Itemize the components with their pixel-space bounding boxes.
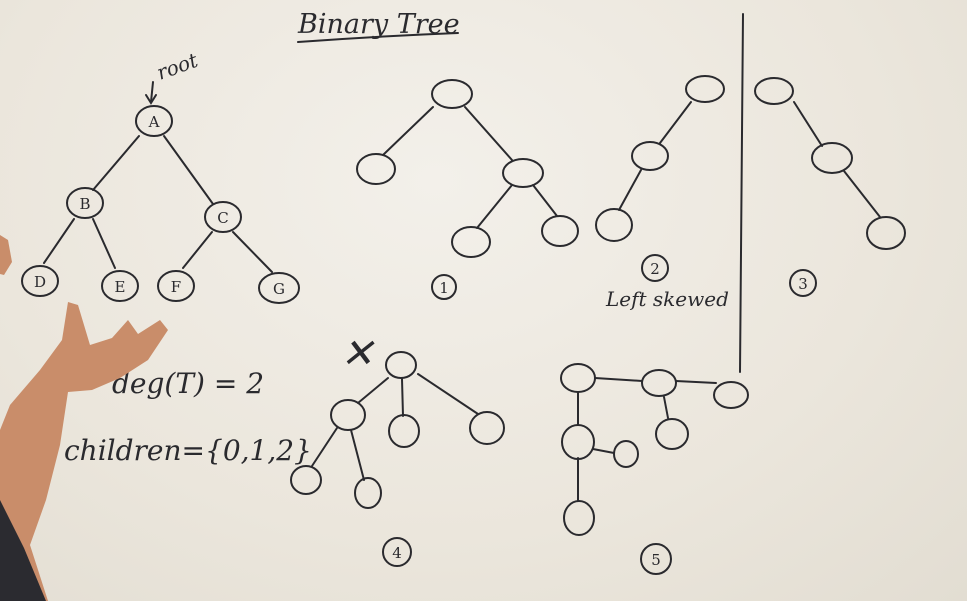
tree-node-d: D	[21, 265, 59, 297]
svg-text:B: B	[79, 195, 90, 213]
tree-3	[754, 77, 906, 250]
children-formula: children={0,1,2}	[64, 434, 312, 467]
tree-5-label: 5	[640, 543, 672, 575]
tree-node-c: C	[204, 201, 242, 233]
tree-5	[560, 363, 749, 536]
tree-4-cross-mark: ✕	[340, 331, 375, 377]
presenter-hand	[0, 235, 168, 601]
tree-node-b: B	[66, 187, 104, 219]
root-arrow	[150, 81, 154, 103]
example-tree: A B C D E F G	[21, 105, 300, 304]
example-tree-edges	[43, 135, 273, 273]
svg-text:1: 1	[439, 279, 449, 297]
svg-text:2: 2	[650, 260, 660, 278]
svg-text:F: F	[171, 278, 181, 296]
svg-text:4: 4	[392, 544, 402, 562]
tree-3-label: 3	[789, 269, 817, 297]
tree-1-label: 1	[431, 274, 457, 300]
tree-4-label: 4	[382, 537, 412, 567]
tree-2-caption: Left skewed	[605, 287, 729, 311]
tree-node-a: A	[135, 105, 173, 137]
root-arrowhead	[145, 94, 157, 105]
svg-text:3: 3	[798, 275, 808, 293]
svg-text:A: A	[148, 113, 160, 131]
svg-text:D: D	[34, 273, 46, 291]
svg-text:E: E	[115, 278, 126, 296]
root-note: root	[154, 48, 202, 85]
title-underline	[297, 32, 459, 43]
tree-1	[356, 79, 579, 258]
divider-line	[739, 13, 744, 373]
svg-text:G: G	[273, 280, 285, 298]
degree-formula: deg(T) = 2	[112, 367, 264, 400]
tree-node-e: E	[101, 270, 139, 302]
tree-node-g: G	[258, 272, 300, 304]
svg-text:5: 5	[651, 551, 661, 569]
svg-text:C: C	[217, 209, 228, 227]
tree-2	[595, 75, 725, 242]
tree-2-label: 2	[641, 254, 669, 282]
tree-4	[290, 351, 505, 509]
tree-node-f: F	[157, 270, 195, 302]
title: Binary Tree	[297, 9, 460, 40]
